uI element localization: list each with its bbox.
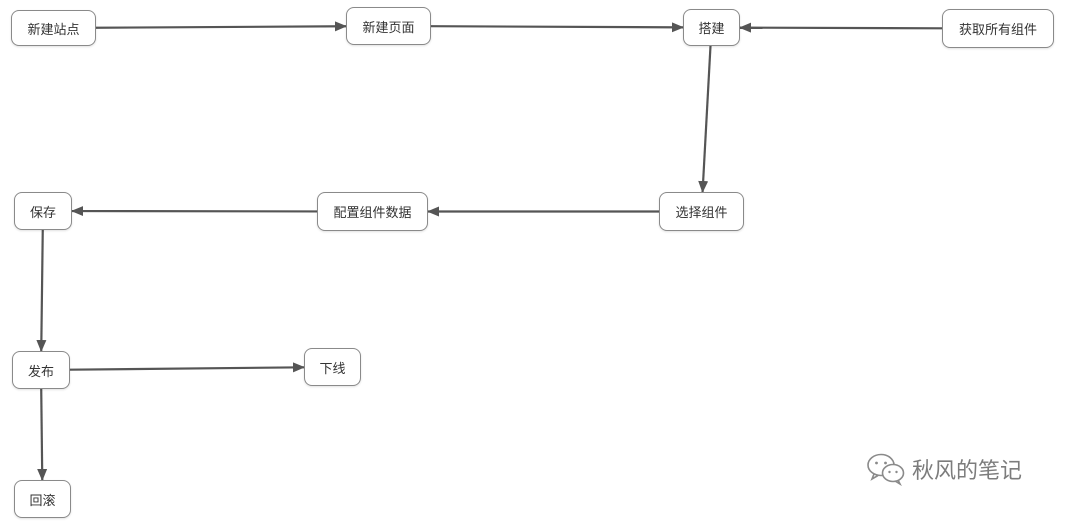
edge-get-components-to-build xyxy=(739,22,943,33)
edge-publish-to-rollback xyxy=(37,388,48,481)
edge-build-to-select-component xyxy=(698,45,712,193)
node-get-all-components[interactable]: 获取所有组件 xyxy=(942,9,1054,48)
watermark-text: 秋风的笔记 xyxy=(912,459,1023,484)
edge-save-to-publish xyxy=(36,229,47,352)
wechat-icon xyxy=(867,453,905,486)
edge-new-page-to-build xyxy=(430,22,684,33)
edge-new-site-to-new-page xyxy=(95,21,347,32)
watermark: 秋风的笔记 xyxy=(866,452,1022,486)
node-new-page[interactable]: 新建页面 xyxy=(346,7,431,45)
node-new-site[interactable]: 新建站点 xyxy=(11,10,96,46)
node-publish[interactable]: 发布 xyxy=(12,351,70,389)
edge-publish-to-offline xyxy=(69,362,305,373)
node-build[interactable]: 搭建 xyxy=(683,9,740,46)
node-configure-component-data[interactable]: 配置组件数据 xyxy=(317,192,428,231)
node-rollback[interactable]: 回滚 xyxy=(14,480,71,518)
node-offline[interactable]: 下线 xyxy=(304,348,361,386)
node-save[interactable]: 保存 xyxy=(14,192,72,230)
node-select-component[interactable]: 选择组件 xyxy=(659,192,744,231)
